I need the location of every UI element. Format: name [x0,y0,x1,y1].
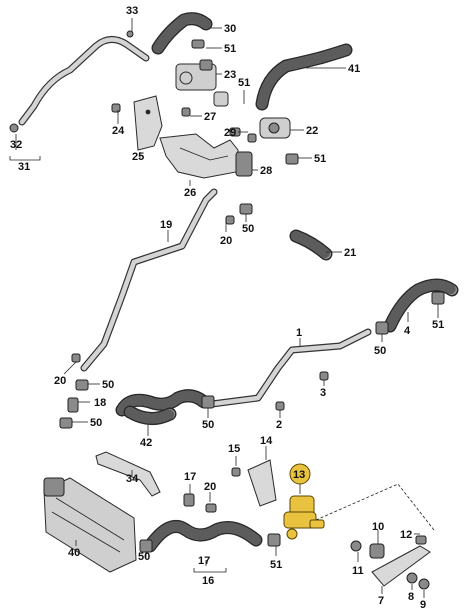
callout-17: 17 [184,471,196,483]
callout-19: 19 [160,219,172,231]
hose-41 [255,43,353,111]
callout-29: 29 [224,127,236,139]
bracket-34 [95,451,161,497]
callout-50: 50 [90,417,102,429]
bracket-25 [133,95,163,151]
callout-13: 13 [293,469,305,481]
callout-50: 50 [138,551,150,563]
callout-24: 24 [112,125,125,137]
callout-50: 50 [102,379,114,391]
callout-18: 18 [94,397,106,409]
hose-17 [143,520,263,553]
coolant-pipe-1 [208,328,372,408]
callout-15: 15 [228,443,240,455]
bracket-26 [159,133,239,179]
callout-4: 4 [404,325,411,337]
leader-lines [9,18,439,598]
callout-22: 22 [306,125,318,137]
callout-26: 26 [184,187,196,199]
bracket-7 [371,545,431,587]
callout-20: 20 [204,481,216,493]
callout-10: 10 [372,521,384,533]
callout-20: 20 [54,375,66,387]
bracket-14 [247,459,277,507]
valve-22 [259,117,291,139]
callout-25: 25 [132,151,144,163]
callout-27: 27 [204,111,216,123]
shut-off-valve-13 [283,495,325,540]
callout-7: 7 [378,595,384,607]
callout-50: 50 [374,345,386,357]
callout-32: 32 [10,139,22,151]
callout-23: 23 [224,69,236,81]
coolant-pipe-19 [80,188,218,372]
callout-41: 41 [348,63,360,75]
callout-30: 30 [224,23,236,35]
callout-51: 51 [432,319,444,331]
highlight-marker [289,463,311,485]
callout-21: 21 [344,247,356,259]
callout-40: 40 [68,547,80,559]
callout-9: 9 [420,599,426,611]
callout-51: 51 [314,153,326,165]
callout-1: 1 [296,327,302,339]
callout-31: 31 [18,161,30,173]
cooler-40 [43,477,137,573]
callout-2: 2 [276,419,282,431]
callout-50: 50 [202,419,214,431]
hose-42 [115,389,211,425]
callout-50: 50 [242,223,254,235]
callout-51: 51 [270,559,282,571]
hose-4 [383,278,459,333]
hose-21 [289,229,333,261]
callout-17: 17 [198,555,210,567]
callout-42: 42 [140,437,152,449]
hose-30 [151,12,213,55]
callout-8: 8 [408,591,414,603]
callout-34: 34 [126,473,139,485]
callout-labels: 33 30 51 23 41 51 24 27 22 29 32 31 25 5… [10,5,444,611]
callout-20: 20 [220,235,232,247]
clamps-and-bolts [9,30,445,590]
callout-12: 12 [400,529,412,541]
callout-16: 16 [202,575,214,587]
callout-3: 3 [320,387,326,399]
coolant-pipe-31 [18,36,150,126]
damper-pad-28 [235,151,253,177]
auxiliary-pump-23 [175,59,229,107]
callout-28: 28 [260,165,272,177]
callout-51: 51 [238,77,250,89]
callout-33: 33 [126,5,138,17]
callout-11: 11 [352,565,364,577]
callout-51: 51 [224,43,236,55]
callout-14: 14 [260,435,273,447]
